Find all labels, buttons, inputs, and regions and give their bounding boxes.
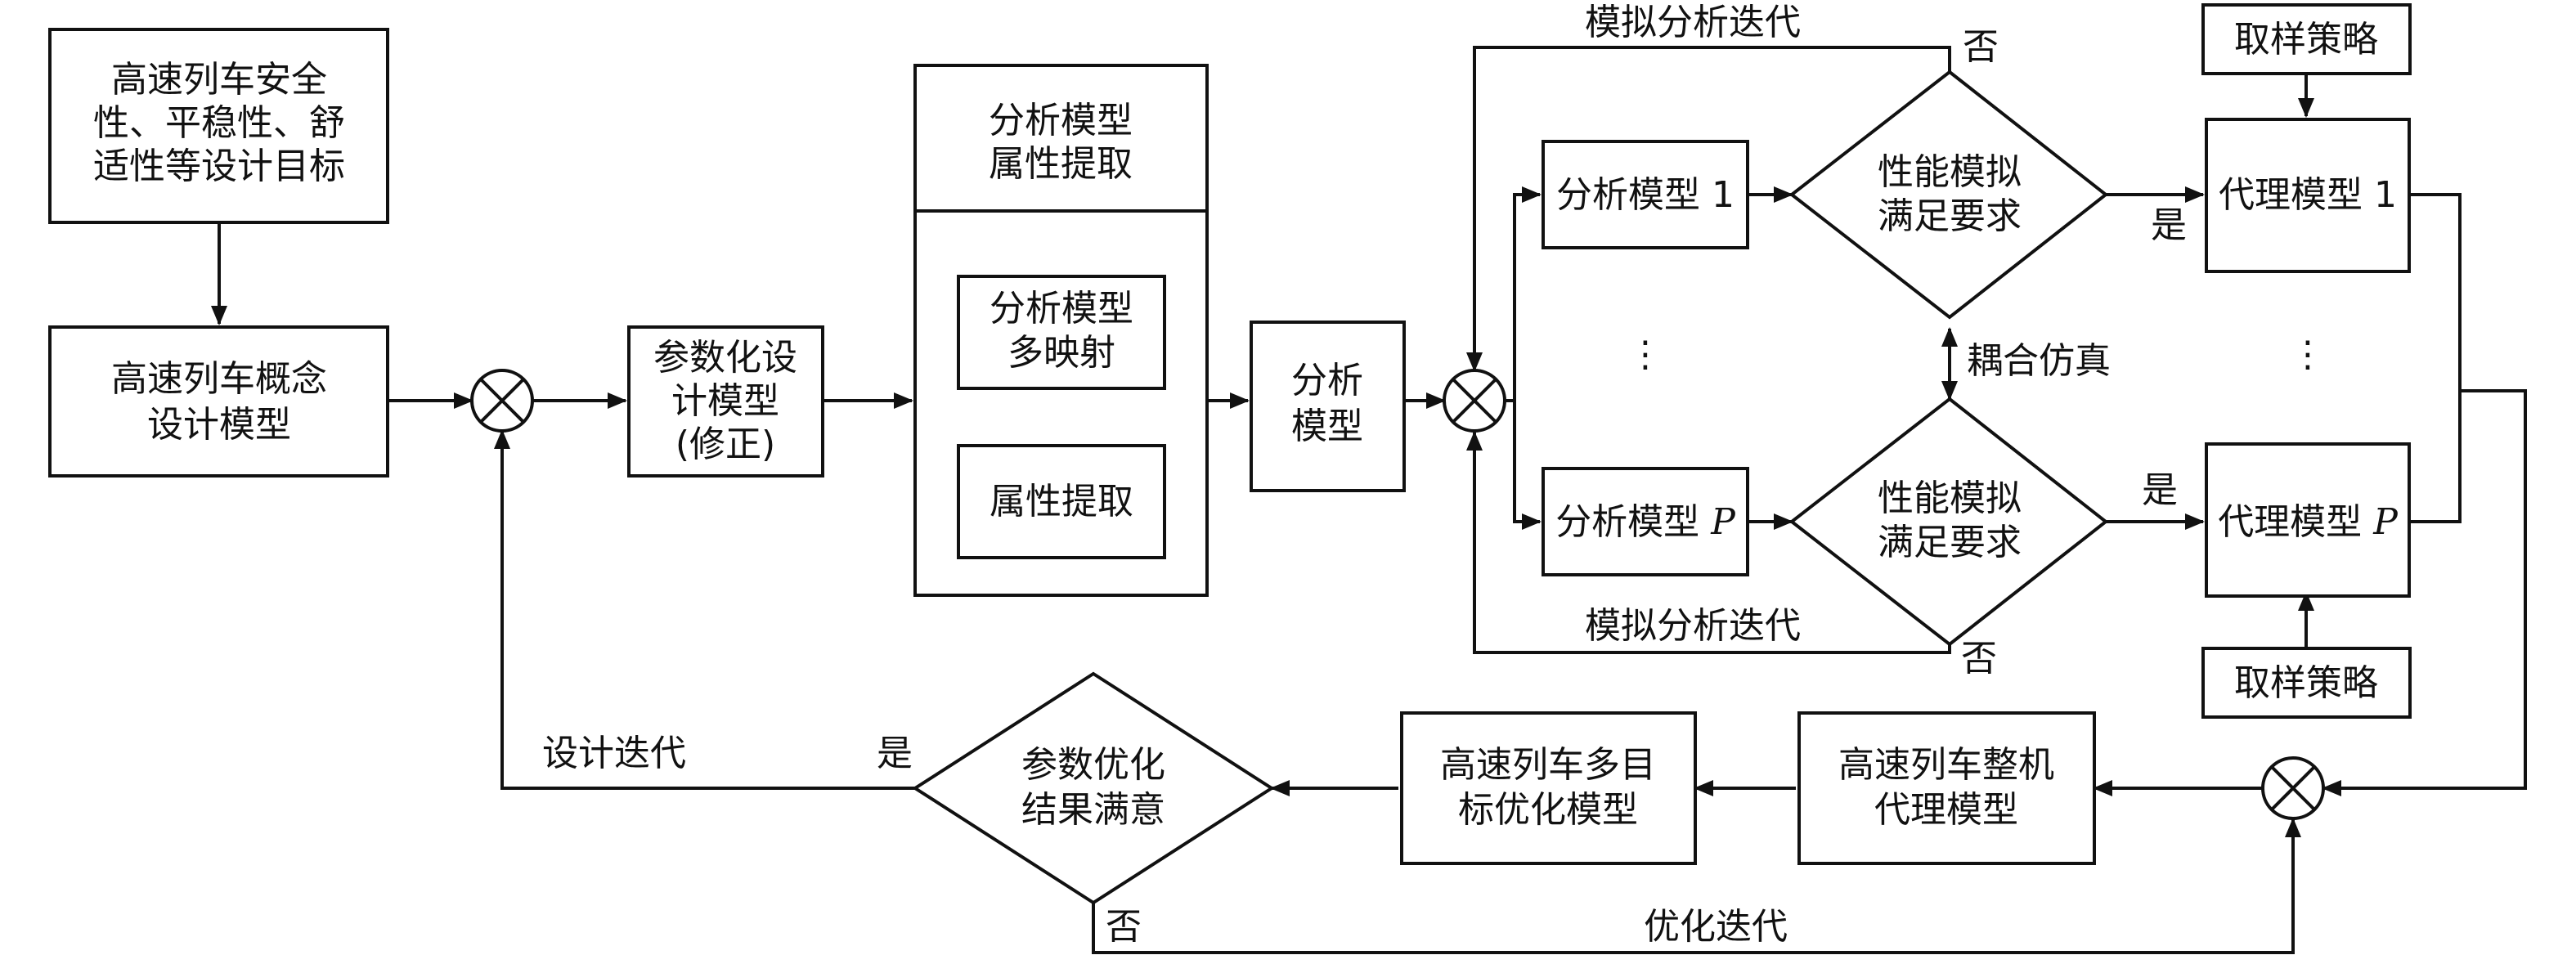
arrow-merge-to-sum3 bbox=[2322, 389, 2527, 796]
loop-opt-iter bbox=[1092, 818, 2301, 954]
decision-bottom-line-1: 性能模拟 bbox=[1878, 478, 2022, 519]
node-analysis-model-P: 分析模型 P bbox=[1542, 467, 1749, 576]
param-model-line-2: 计模型 bbox=[671, 380, 779, 422]
surrogateP-prefix: 代理模型 bbox=[2218, 501, 2373, 543]
param-opt-line-1: 参数优化 bbox=[1021, 744, 1165, 786]
label-no-top: 否 bbox=[1963, 26, 1999, 68]
analysis-model-line-1: 分析 bbox=[1291, 360, 1363, 401]
attr-title-line-2: 属性提取 bbox=[989, 143, 1133, 185]
param-model-line-3: (修正) bbox=[675, 424, 775, 465]
node-concept-model: 高速列车概念 设计模型 bbox=[48, 325, 389, 478]
mo-optimization-line-1: 高速列车多目 bbox=[1440, 744, 1656, 786]
sum-junction-3 bbox=[2261, 756, 2325, 820]
param-model-line-1: 参数化设 bbox=[653, 337, 797, 379]
node-sampling-bottom: 取样策略 bbox=[2201, 647, 2412, 719]
amP-text: 分析模型 P bbox=[1555, 501, 1736, 543]
label-no-bottom: 否 bbox=[1961, 638, 1997, 679]
node-surrogate-P: 代理模型 P bbox=[2205, 442, 2411, 598]
node-attribute-extraction-group: 分析模型 属性提取 分析模型 多映射 属性提取 bbox=[913, 64, 1209, 597]
sampling-bottom-text: 取样策略 bbox=[2234, 662, 2378, 704]
label-sim-iter-bottom: 模拟分析迭代 bbox=[1585, 605, 1801, 647]
labels: 模拟分析迭代 否 是 耦合仿真 是 模拟分析迭代 否 设计迭代 是 否 优化迭代 bbox=[542, 2, 2187, 948]
design-goal-line-2: 性、平稳性、舒 bbox=[93, 102, 345, 144]
label-design-iter: 设计迭代 bbox=[542, 733, 686, 774]
surrogateP-var: P bbox=[2372, 501, 2399, 543]
ellipsis-right-text: ⋮ bbox=[2290, 334, 2326, 375]
am1-text: 分析模型 1 bbox=[1556, 174, 1735, 216]
label-sim-iter-top: 模拟分析迭代 bbox=[1585, 2, 1801, 43]
node-analysis-model-1: 分析模型 1 bbox=[1542, 140, 1749, 249]
amP-var: P bbox=[1710, 501, 1736, 543]
decision-top-line-1: 性能模拟 bbox=[1878, 151, 2022, 193]
sum-junction-1 bbox=[470, 369, 534, 433]
amP-prefix: 分析模型 bbox=[1555, 501, 1711, 543]
concept-model-line-1: 高速列车概念 bbox=[111, 358, 327, 400]
multi-map-line-2: 多映射 bbox=[1008, 332, 1115, 374]
merge-surrogates bbox=[2409, 193, 2462, 523]
node-design-goal: 高速列车安全 性、平稳性、舒 适性等设计目标 bbox=[48, 28, 389, 224]
surrogate1-text: 代理模型 1 bbox=[2219, 174, 2397, 216]
connectors bbox=[211, 46, 2527, 954]
attr-title-line-1: 分析模型 bbox=[989, 100, 1133, 141]
vehicle-surrogate-line-2: 代理模型 bbox=[1874, 789, 2018, 831]
label-no-opt: 否 bbox=[1106, 906, 1142, 948]
param-opt-line-2: 结果满意 bbox=[1021, 789, 1165, 831]
label-yes-bottom: 是 bbox=[2142, 469, 2178, 511]
node-sampling-top: 取样策略 bbox=[2201, 3, 2412, 75]
ellipsis-right: ⋮ bbox=[2290, 334, 2326, 375]
ellipsis-left-text: ⋮ bbox=[1627, 334, 1663, 375]
decision-bottom-line-2: 满足要求 bbox=[1878, 522, 2022, 563]
decision-top-line-2: 满足要求 bbox=[1878, 195, 2022, 237]
ellipsis-left: ⋮ bbox=[1627, 334, 1663, 375]
arrow-sum2-to-am1 bbox=[1505, 186, 1542, 402]
label-yes-top: 是 bbox=[2151, 204, 2187, 246]
sum-junction-2 bbox=[1443, 369, 1506, 433]
arrow-sum2-to-amP bbox=[1513, 401, 1542, 530]
decision-param-opt: 参数优化 结果满意 bbox=[912, 671, 1275, 905]
node-surrogate-1: 代理模型 1 bbox=[2205, 118, 2411, 273]
node-vehicle-surrogate: 高速列车整机 代理模型 bbox=[1797, 711, 2096, 865]
design-goal-line-1: 高速列车安全 bbox=[111, 59, 327, 101]
node-param-model: 参数化设 计模型 (修正) bbox=[627, 325, 824, 478]
decision-performance-bottom: 性能模拟 满足要求 bbox=[1788, 397, 2109, 647]
loop-sim-iter-top bbox=[1466, 46, 1951, 372]
vehicle-surrogate-line-1: 高速列车整机 bbox=[1838, 744, 2054, 786]
attr-extract-text: 属性提取 bbox=[990, 481, 1133, 522]
loop-sim-iter-bottom bbox=[1466, 431, 1951, 654]
label-opt-iter: 优化迭代 bbox=[1644, 906, 1788, 948]
mo-optimization-line-2: 标优化模型 bbox=[1458, 789, 1638, 831]
label-yes-left: 是 bbox=[877, 733, 913, 774]
label-coupled-sim: 耦合仿真 bbox=[1967, 340, 2111, 382]
loop-design-iter bbox=[494, 429, 915, 790]
node-analysis-model: 分析 模型 bbox=[1250, 321, 1406, 492]
multi-map-line-1: 分析模型 bbox=[990, 288, 1133, 330]
decision-performance-top: 性能模拟 满足要求 bbox=[1788, 69, 2109, 320]
concept-model-line-2: 设计模型 bbox=[147, 404, 291, 446]
sampling-top-text: 取样策略 bbox=[2234, 19, 2378, 61]
node-mo-optimization: 高速列车多目 标优化模型 bbox=[1400, 711, 1697, 865]
design-goal-line-3: 适性等设计目标 bbox=[93, 146, 345, 187]
analysis-model-line-2: 模型 bbox=[1291, 406, 1363, 447]
surrogateP-text: 代理模型 P bbox=[2218, 501, 2399, 543]
